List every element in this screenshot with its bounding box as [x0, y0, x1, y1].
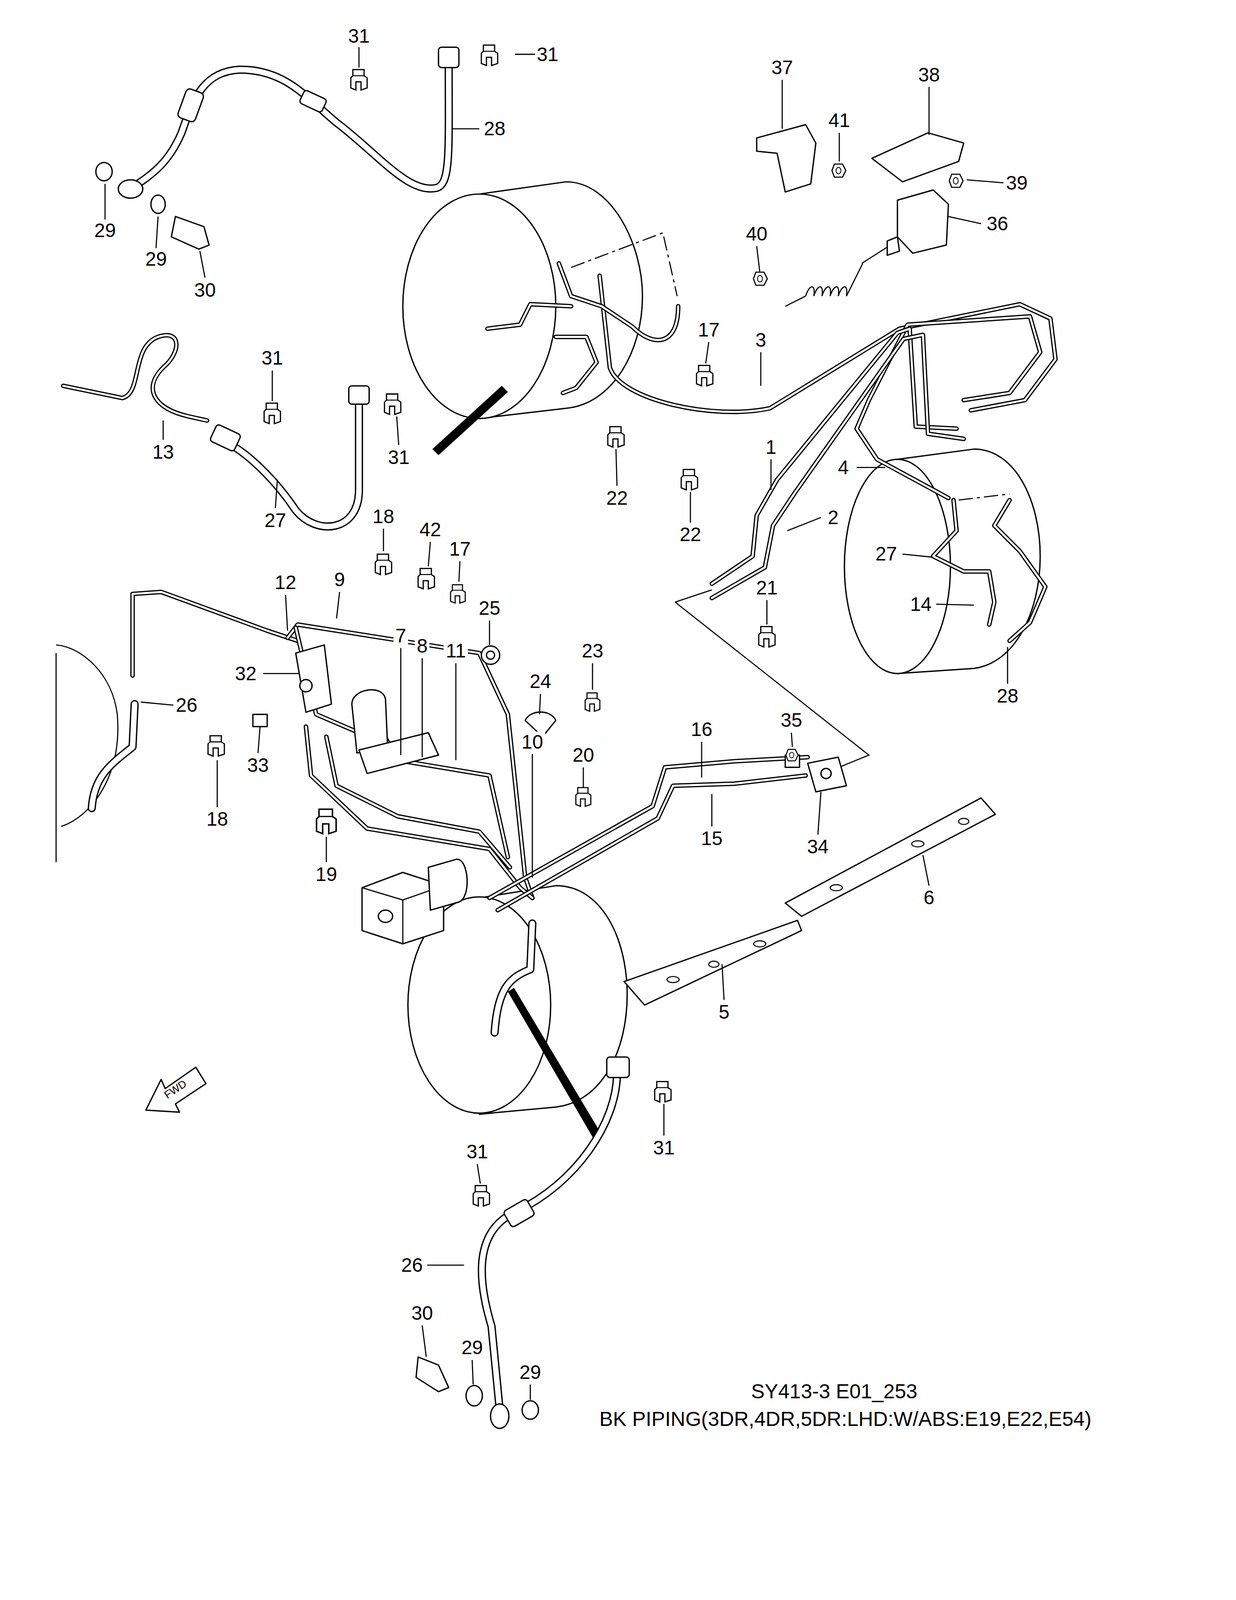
callout-number: 29 — [459, 1336, 486, 1358]
drawing-code: SY413-3 E01_253 — [748, 1380, 920, 1402]
callout-number: 20 — [570, 744, 597, 765]
callout-number: 26 — [174, 694, 200, 715]
callout-number: 29 — [517, 1361, 544, 1382]
callout-number: 1 — [763, 436, 778, 458]
callout-number: 31 — [346, 25, 372, 47]
callout-number: 18 — [204, 808, 231, 829]
callout-number: 7 — [393, 625, 409, 646]
callout-number: 32 — [233, 663, 259, 684]
callout-number: 27 — [262, 509, 289, 531]
direction-label: FWD — [160, 1076, 191, 1102]
callout-number: 40 — [744, 223, 770, 244]
callout-number: 19 — [313, 863, 340, 885]
callout-number: 17 — [696, 319, 722, 340]
callout-number: 12 — [272, 571, 299, 593]
callout-number: 9 — [332, 569, 347, 590]
callout-number: 21 — [754, 577, 780, 598]
figure-caption: BK PIPING(3DR,4DR,5DR:LHD:W/ABS:E19,E22,… — [599, 1408, 1092, 1429]
callout-number: 6 — [921, 887, 937, 908]
callout-number: 22 — [604, 487, 631, 508]
callout-number: 34 — [805, 836, 831, 857]
callout-number: 25 — [476, 597, 503, 618]
callout-number: 14 — [908, 593, 935, 615]
callout-number: 35 — [778, 709, 805, 730]
callout-number: 5 — [716, 1001, 732, 1022]
callout-number: 16 — [688, 718, 715, 740]
callout-number: 3 — [753, 329, 768, 350]
callout-number: 42 — [417, 519, 444, 540]
callout-number: 36 — [984, 213, 1011, 234]
callout-number: 8 — [414, 635, 430, 656]
callout-number: 31 — [535, 44, 561, 65]
callout-number: 18 — [370, 506, 397, 527]
callout-number: 27 — [873, 543, 900, 564]
callout-number: 23 — [579, 640, 606, 661]
callout-number: 26 — [399, 1254, 426, 1275]
callout-number: 22 — [677, 523, 704, 545]
callout-number: 33 — [245, 754, 271, 776]
callout-number: 37 — [769, 57, 795, 78]
callout-number: 29 — [92, 220, 118, 241]
callout-number: 17 — [447, 538, 474, 559]
callout-number: 29 — [143, 248, 170, 270]
callout-number: 31 — [650, 1137, 677, 1158]
callout-number: 15 — [698, 827, 725, 849]
callout-number: 2 — [825, 507, 841, 528]
callout-number: 39 — [1003, 172, 1030, 193]
callout-number: 30 — [192, 279, 219, 301]
callout-number: 13 — [150, 441, 176, 462]
callout-number: 31 — [464, 1140, 491, 1162]
callout-number: 4 — [836, 457, 851, 478]
callout-number: 30 — [409, 1302, 436, 1323]
callout-number: 41 — [826, 110, 853, 131]
callout-number: 28 — [994, 685, 1021, 706]
callout-number: 31 — [385, 446, 412, 468]
callout-number: 10 — [519, 731, 546, 752]
callout-number: 31 — [259, 347, 286, 368]
callout-number: 11 — [443, 640, 469, 661]
callout-number: 38 — [916, 64, 942, 85]
callout-number: 28 — [481, 118, 508, 139]
callout-number: 24 — [527, 670, 554, 692]
